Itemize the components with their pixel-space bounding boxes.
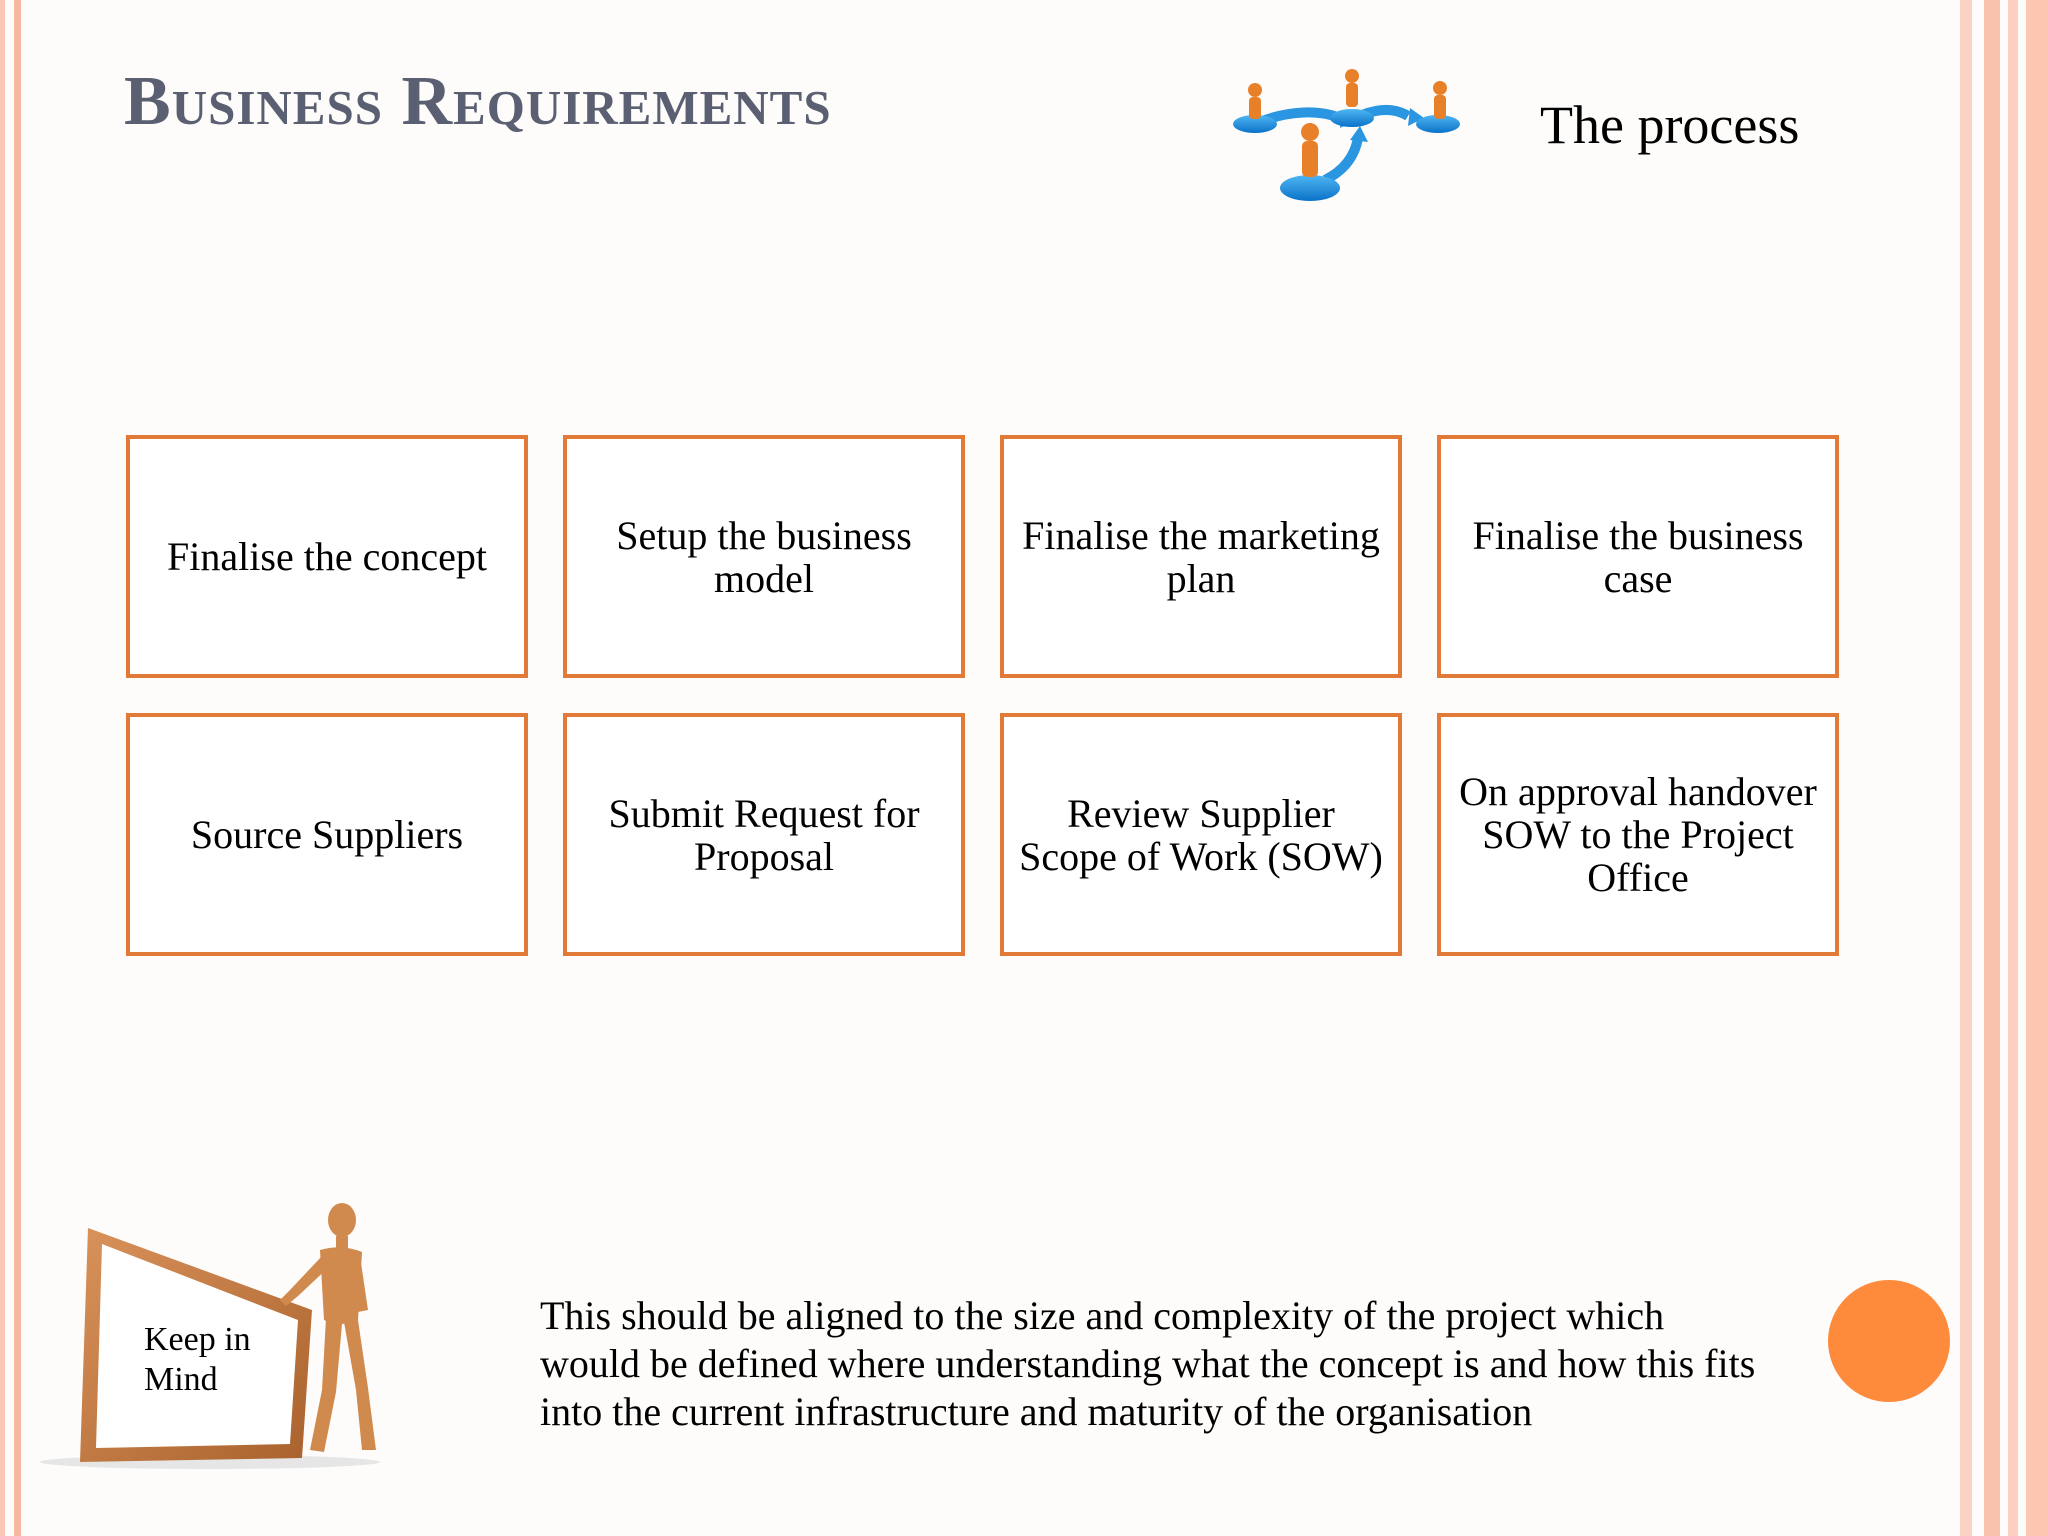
step-box-business-case: Finalise the business case xyxy=(1437,435,1839,678)
left-border-stripe xyxy=(0,0,5,1536)
step-label: Review Supplier Scope of Work (SOW) xyxy=(1019,790,1383,879)
step-label: Source Suppliers xyxy=(190,812,464,857)
step-box-handover-sow: On approval handover SOW to the Project … xyxy=(1437,713,1839,956)
step-label: Submit Request for Proposal xyxy=(608,790,920,879)
left-border-stripe-inner xyxy=(14,0,21,1536)
step-label: Setup the business model xyxy=(616,512,912,601)
step-label: On approval handover SOW to the Project … xyxy=(1459,769,1817,900)
mannequin-board-icon xyxy=(40,1203,380,1469)
step-box-source-suppliers: Source Suppliers xyxy=(126,713,528,956)
people-flow-icon xyxy=(1233,69,1460,201)
right-border-stripe-4 xyxy=(2026,0,2048,1536)
step-label: Finalise the concept xyxy=(167,534,487,579)
process-label: The process xyxy=(1540,95,1800,155)
right-border-stripe-2 xyxy=(1984,0,2000,1536)
step-box-business-model: Setup the business model xyxy=(563,435,965,678)
step-box-submit-rfp: Submit Request for Proposal xyxy=(563,713,965,956)
right-border-stripe-1 xyxy=(1960,0,1972,1536)
step-box-review-sow: Review Supplier Scope of Work (SOW) xyxy=(1000,713,1402,956)
step-box-marketing-plan: Finalise the marketing plan xyxy=(1000,435,1402,678)
keep-in-mind-label: Keep in Mind xyxy=(144,1321,251,1398)
step-box-finalise-concept: Finalise the concept xyxy=(126,435,528,678)
right-border-stripe-3 xyxy=(2008,0,2018,1536)
step-label: Finalise the marketing plan xyxy=(1022,512,1380,601)
step-label: Finalise the business case xyxy=(1472,512,1804,601)
slide-title: Business Requirements xyxy=(124,63,832,140)
note-text: This should be aligned to the size and c… xyxy=(540,1293,1756,1434)
accent-circle xyxy=(1828,1280,1950,1402)
